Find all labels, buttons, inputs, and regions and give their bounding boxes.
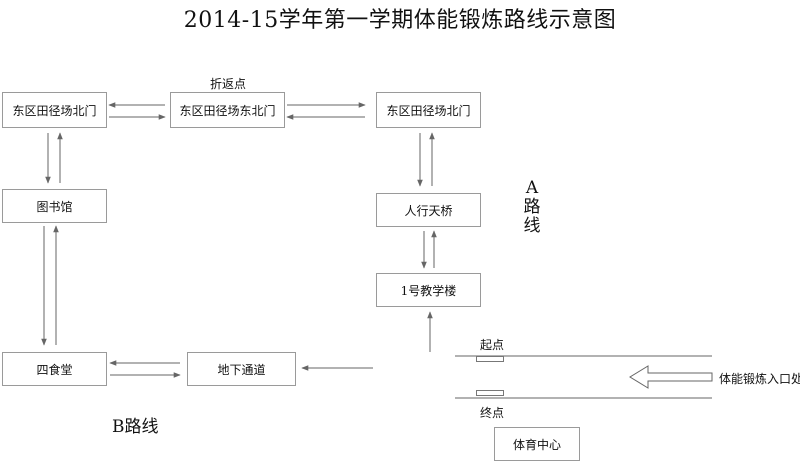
route-b-label: B路线: [112, 417, 159, 437]
start-marker: [476, 356, 504, 362]
node-teaching-building-1: 1号教学楼: [376, 273, 481, 307]
entrance-label: 体能锻炼入口处: [719, 372, 800, 386]
start-label: 起点: [480, 338, 505, 352]
route-a-char-1: A: [525, 178, 539, 198]
diagram-title: 2014-15学年第一学期体能锻炼路线示意图: [183, 8, 617, 33]
node-overpass: 人行天桥: [376, 193, 481, 227]
route-a-char-2: 路: [523, 197, 541, 217]
end-label: 终点: [480, 406, 505, 420]
node-north-gate-left: 东区田径场北门: [2, 92, 107, 128]
node-north-gate-right: 东区田径场北门: [376, 92, 481, 128]
node-library: 图书馆: [2, 189, 107, 223]
route-a-label: A 路 线: [522, 179, 542, 236]
turnaround-label: 折返点: [210, 77, 247, 91]
route-a-char-3: 线: [523, 216, 541, 236]
node-east-north-gate: 东区田径场东北门: [170, 92, 285, 128]
node-canteen-4: 四食堂: [2, 352, 107, 386]
end-marker: [476, 390, 504, 396]
node-underpass: 地下通道: [187, 352, 296, 386]
entrance-arrow: [629, 365, 713, 389]
node-sports-center: 体育中心: [494, 427, 580, 461]
